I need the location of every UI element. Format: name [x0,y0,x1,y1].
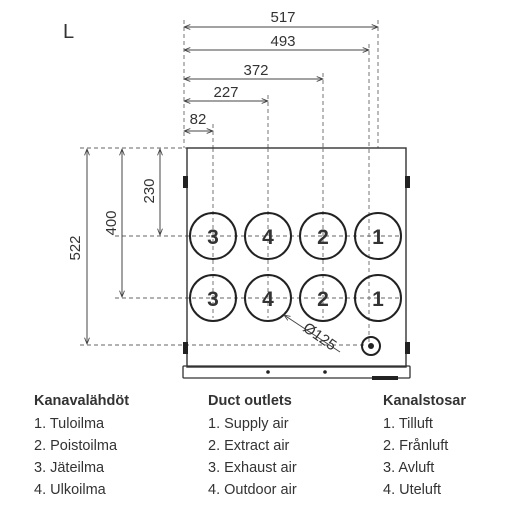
outlet-number: 4 [262,288,274,311]
outlet-circle [354,212,402,260]
outlet-circle [299,274,347,322]
diameter-leader [284,315,341,353]
legend-item: 1. Tuloilma [34,416,105,432]
vertical-dimensions [87,149,160,344]
outlet-number: 1 [372,226,384,249]
outlet-circle [189,212,237,260]
dim-label-372: 372 [243,62,268,79]
legend-item: 2. Extract air [208,438,290,454]
dim-label-400: 400 [103,210,120,235]
legend-heading: Kanalstosar [383,393,467,409]
horizontal-dimensions [184,27,378,131]
legend-item: 2. Poistoilma [34,438,118,454]
outlet-number: 2 [317,226,329,249]
outlet-circle [299,212,347,260]
dim-label-82: 82 [190,111,207,128]
extension-lines [80,20,400,348]
legend-item: 3. Exhaust air [208,460,297,476]
outlet-number: 4 [262,226,274,249]
outlets: 3 4 2 1 3 4 2 1 [189,212,402,322]
legend-item: 4. Uteluft [383,482,442,498]
view-label: L [63,21,74,43]
outlet-number: 3 [207,288,219,311]
legend-finnish: Kanavalähdöt 1. Tuloilma 2. Poistoilma 3… [34,390,184,501]
outlet-circle [244,274,292,322]
legend-english: Duct outlets 1. Supply air 2. Extract ai… [208,390,358,501]
dim-label-522: 522 [67,235,84,260]
legend-item: 2. Frånluft [383,438,449,454]
outlet-circle [244,212,292,260]
outlet-number: 3 [207,226,219,249]
legend-item: 3. Jäteilma [34,460,105,476]
drain-connector [361,336,381,356]
outlet-circle [189,274,237,322]
legend-item: 1. Supply air [208,416,289,432]
dim-label-230: 230 [141,178,158,203]
unit-body [182,147,411,380]
legend-heading: Kanavalähdöt [34,393,130,409]
legend-item: 1. Tilluft [383,416,433,432]
legend-swedish: Kanalstosar 1. Tilluft 2. Frånluft 3. Av… [383,390,508,501]
legend-item: 4. Ulkoilma [34,482,106,498]
legend-item: 4. Outdoor air [208,482,297,498]
dim-label-517: 517 [270,9,295,26]
outlet-number: 1 [372,288,384,311]
outlet-centerlines [267,148,324,318]
diameter-label: Ø125 [300,319,340,354]
legend-item: 3. Avluft [383,460,435,476]
outlet-number: 2 [317,288,329,311]
dim-label-493: 493 [270,33,295,50]
outlet-circle [354,274,402,322]
legend-heading: Duct outlets [208,393,292,409]
dim-label-227: 227 [213,84,238,101]
